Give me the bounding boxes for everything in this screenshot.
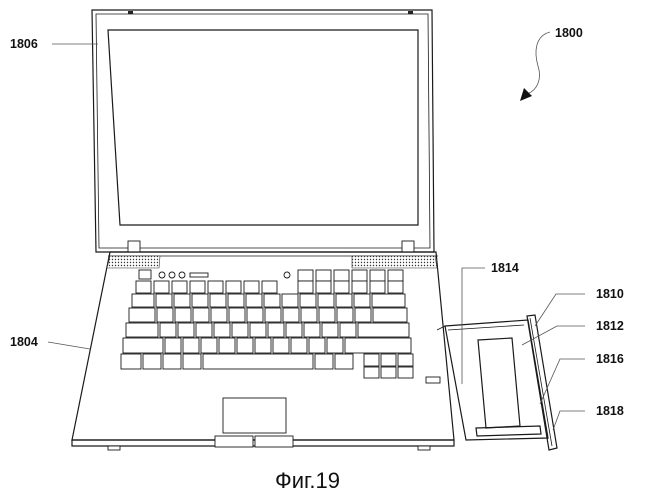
label-assembly: 1800	[555, 26, 583, 40]
label-base: 1804	[10, 335, 38, 349]
label-tray-front: 1810	[596, 287, 624, 301]
hinges	[128, 241, 414, 252]
assembly-arrow	[520, 32, 550, 101]
label-display: 1806	[10, 37, 38, 51]
keyboard	[121, 270, 413, 378]
label-tray: 1812	[596, 319, 624, 333]
leader-lines	[48, 44, 585, 430]
figure-caption: Фиг.19	[275, 468, 340, 493]
laptop-lid	[92, 10, 434, 252]
label-tray-slot: 1816	[596, 352, 624, 366]
label-tray-tab: 1818	[596, 404, 624, 418]
display-screen	[108, 30, 418, 225]
indicator-light	[426, 377, 440, 383]
label-tray-opening: 1814	[491, 261, 519, 275]
function-buttons	[139, 270, 290, 279]
